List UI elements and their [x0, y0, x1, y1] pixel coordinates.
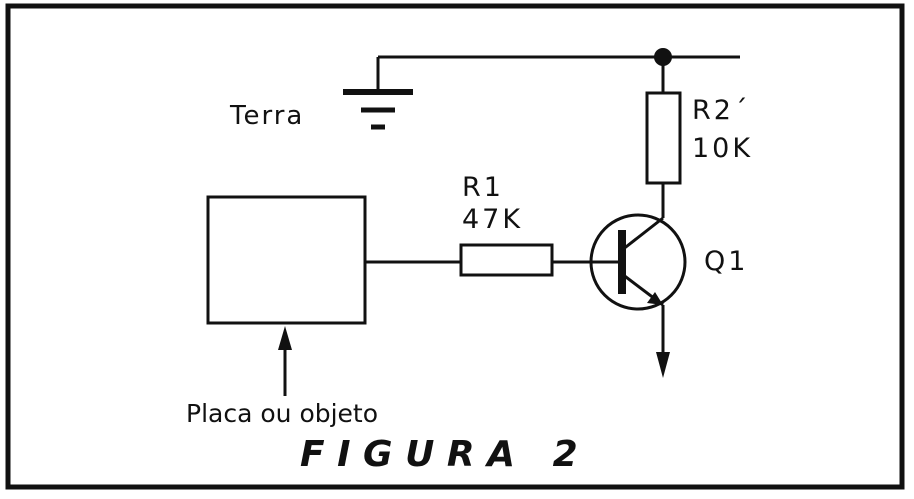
- output-arrow: [656, 352, 670, 378]
- transistor-q1: [589, 213, 687, 311]
- r2-value-label: 10K: [692, 133, 753, 164]
- r2-name-label: R2´: [692, 95, 750, 126]
- resistor-r1: [459, 243, 554, 277]
- figure-caption: F I G U R A 2: [300, 434, 578, 475]
- r1-name-label: R1: [462, 172, 504, 203]
- ground-symbol: [343, 89, 413, 130]
- diagram-border: [5, 3, 905, 490]
- plate-pointer-arrowhead: [278, 326, 292, 350]
- plate-label: Placa ou objeto: [186, 399, 378, 428]
- r1-value-label: 47K: [462, 204, 523, 235]
- resistor-r2: [645, 91, 682, 185]
- ground-label: Terra: [229, 101, 304, 131]
- transistor-label: Q1: [704, 246, 748, 277]
- plate-box: [206, 195, 367, 325]
